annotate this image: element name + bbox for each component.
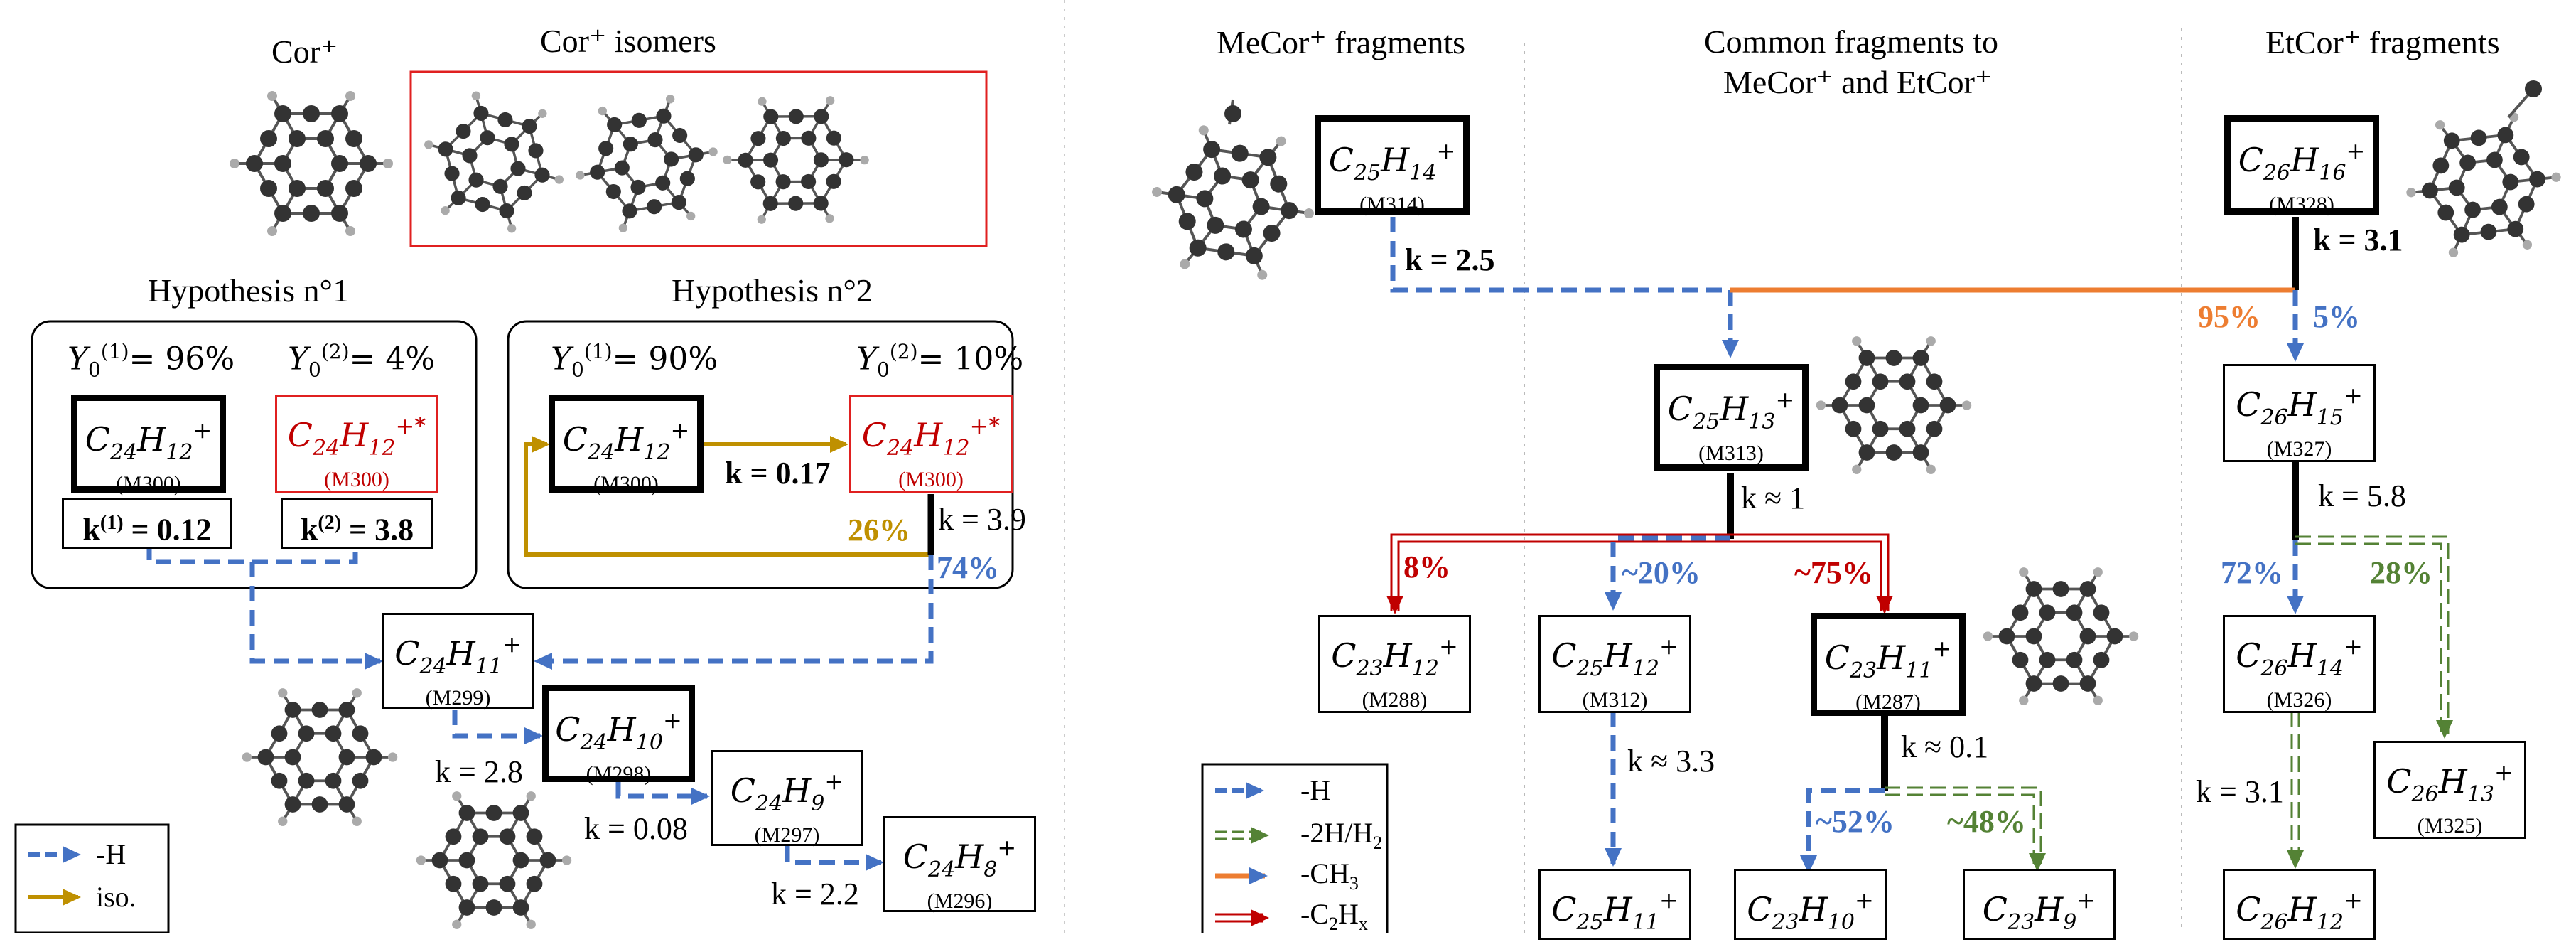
left-legend-h: -H	[96, 838, 126, 870]
k-m297: k = 2.2	[771, 877, 859, 911]
pct-20: ~20%	[1622, 555, 1701, 590]
hyp2-y0-2: Y0(2)= 10%	[856, 340, 1024, 382]
m298-molecule	[414, 790, 573, 931]
pct-8: 8%	[1403, 550, 1450, 584]
mecor-header: MeCor⁺ fragments	[1217, 24, 1466, 60]
common-header-2: MeCor⁺ and EtCor⁺	[1723, 64, 1993, 100]
pct-52: ~52%	[1816, 804, 1895, 839]
hyp1-c24h12-star-box: C24H12+* (M300)	[275, 395, 438, 493]
m296-box: C24H8+ (M296)	[883, 816, 1036, 913]
right-legend-h: -H	[1300, 774, 1331, 806]
pct-28: 28%	[2370, 555, 2432, 590]
k-m314: k = 2.5	[1405, 242, 1495, 277]
c23h9-box: C23H9+	[1963, 869, 2116, 940]
k-m298: k = 0.08	[584, 811, 688, 846]
k-m287: k ≈ 0.1	[1901, 729, 1989, 764]
k-m326: k = 3.1	[2196, 774, 2284, 809]
hyp2-k-iso: k = 0.17	[725, 456, 831, 491]
hypothesis1-title: Hypothesis n°1	[148, 272, 349, 309]
m313-box: C25H13+ (M313)	[1654, 364, 1809, 471]
k-m327: k = 5.8	[2318, 478, 2406, 513]
m326-box: C26H14+ (M326)	[2223, 615, 2376, 713]
etcor-header: EtCor⁺ fragments	[2265, 24, 2500, 60]
pct-5: 5%	[2313, 299, 2360, 334]
isomers-frame	[409, 70, 988, 247]
left-legend-iso: iso.	[96, 881, 136, 913]
m314-box: C25H14+ (M314)	[1315, 115, 1470, 216]
isomer-molecule-1	[406, 80, 581, 244]
isomer-molecule-2	[563, 87, 731, 240]
c26h12-box: C26H12+	[2223, 869, 2376, 940]
hyp2-y0-1: Y0(1)= 90%	[551, 340, 718, 382]
pct-72: 72%	[2221, 555, 2283, 590]
hypothesis2-frame	[507, 320, 1014, 589]
coronene-molecule	[228, 90, 394, 237]
k-m313: k ≈ 1	[1741, 481, 1806, 515]
m287-molecule	[1981, 566, 2140, 707]
m299-molecule	[240, 687, 399, 828]
pct-95: 95%	[2198, 299, 2260, 334]
m328-box: C26H16+ (M328)	[2224, 115, 2379, 216]
hyp2-pct-h: 74%	[937, 550, 999, 585]
common-header-1: Common fragments to	[1704, 23, 1998, 60]
c23h10-box: C23H10+	[1734, 869, 1887, 940]
right-legend-ch3: -CH3	[1300, 857, 1359, 894]
pct-75: ~75%	[1794, 555, 1873, 590]
hyp1-y0-2: Y0(2)= 4%	[288, 340, 436, 382]
hyp2-pct-iso: 26%	[848, 513, 910, 547]
hyp1-y0-1: Y0(1)= 96%	[68, 340, 235, 382]
hyp1-y1-value: = 96%	[129, 341, 235, 378]
m288-box: C23H12+ (M288)	[1318, 615, 1471, 713]
isomer-molecule-3	[703, 64, 889, 256]
m297-box: C24H9+ (M297)	[711, 750, 863, 847]
cor-label: Cor⁺	[271, 33, 338, 70]
pct-48: ~48%	[1947, 804, 2026, 839]
right-legend-c2hx: -C2Hx	[1300, 898, 1368, 934]
k-m328: k = 3.1	[2313, 223, 2403, 257]
m327-box: C26H15+ (M327)	[2223, 364, 2376, 462]
k-m312: k ≈ 3.3	[1627, 744, 1715, 778]
hyp2-c24h12-star-box: C24H12+* (M300)	[849, 395, 1013, 493]
m298-box: C24H10+ (M298)	[542, 685, 695, 786]
m325-box: C26H13+ (M325)	[2373, 741, 2526, 839]
hyp2-c24h12-box: C24H12+ (M300)	[549, 395, 704, 496]
m287-box: C23H11+ (M287)	[1811, 613, 1966, 716]
etcor-molecule	[2398, 107, 2570, 263]
m313-molecule	[1814, 335, 1973, 476]
m312-box: C25H12+ (M312)	[1538, 615, 1691, 713]
hyp1-c24h12-box: C24H12+ (M300)	[71, 395, 226, 496]
k-m299: k = 2.8	[435, 754, 523, 789]
m299-box: C24H11+ (M299)	[382, 613, 534, 710]
hyp1-k2-box: k(2) = 3.8	[281, 498, 433, 549]
hyp1-k1-box: k(1) = 0.12	[62, 498, 232, 549]
hypothesis2-title: Hypothesis n°2	[672, 272, 873, 309]
right-legend-h2: -2H/H2	[1300, 817, 1383, 853]
c25h11-box: C25H11+	[1538, 869, 1691, 940]
hyp2-k-out: k = 3.9	[938, 502, 1026, 537]
hyp1-y2-value: = 4%	[349, 341, 436, 378]
isomers-label: Cor⁺ isomers	[540, 23, 716, 59]
mecor-molecule	[1140, 117, 1326, 288]
left-legend-frame	[14, 823, 170, 933]
